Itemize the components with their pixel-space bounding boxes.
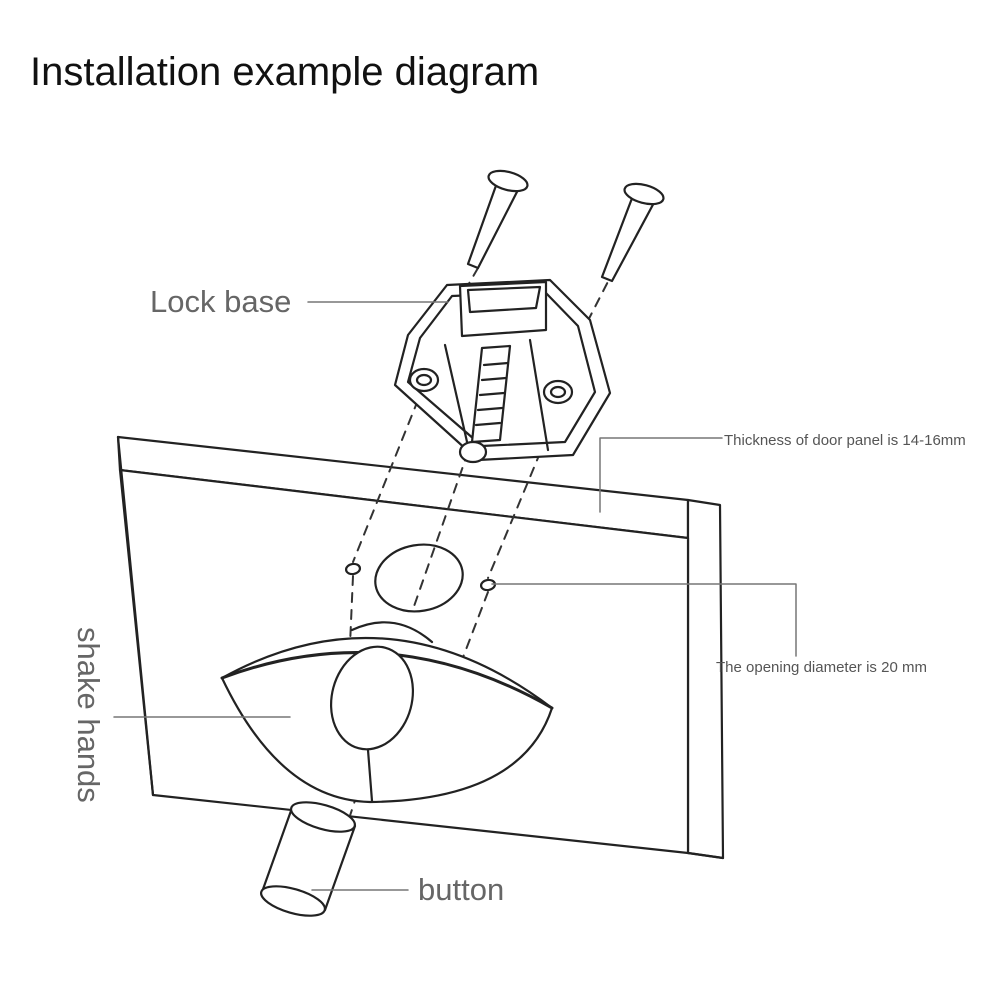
lock-base-label: Lock base [150,284,292,319]
leader-lines [113,301,797,891]
lock-base [393,278,612,464]
shake-hands-label: shake hands [71,627,106,803]
panel-holes [344,543,497,613]
button-cylinder [260,801,357,917]
door-thickness-label: Thickness of door panel is 14-16mm [724,432,966,449]
button-label: button [418,872,505,907]
screws [466,169,665,283]
opening-diameter-label: The opening diameter is 20 mm [716,659,927,676]
diagram-title: Installation example diagram [30,50,540,94]
shake-hands-handle [220,621,554,804]
